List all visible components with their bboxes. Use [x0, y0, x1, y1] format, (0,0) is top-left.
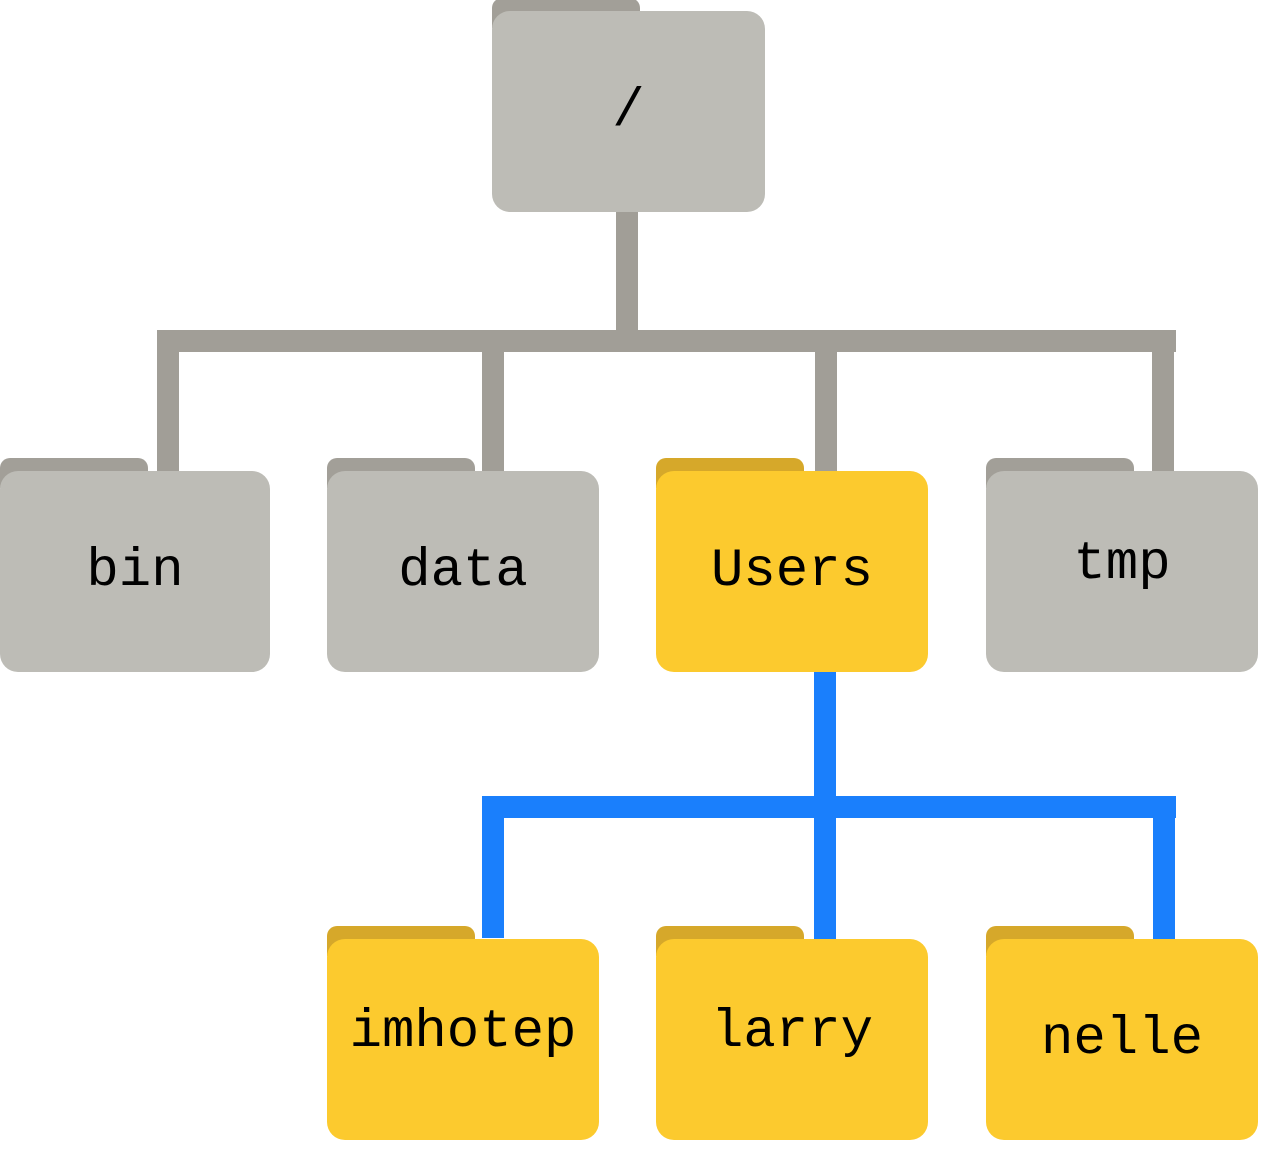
folder-label: bin	[86, 541, 184, 602]
folder-label: /	[612, 81, 645, 142]
folder-larry[interactable]: larry	[656, 926, 928, 1140]
folder-label: tmp	[1073, 534, 1171, 595]
folder-label: larry	[710, 1002, 874, 1063]
folder-label: data	[398, 541, 528, 602]
connector-root	[616, 212, 638, 342]
folder-label: Users	[710, 541, 874, 602]
folder-bin[interactable]: bin	[0, 458, 270, 672]
folder-tmp[interactable]: tmp	[986, 458, 1258, 672]
folder-nelle[interactable]: nelle	[986, 926, 1258, 1140]
connector-level1-bar	[157, 330, 1176, 352]
folder-data[interactable]: data	[327, 458, 599, 672]
connector-bin	[157, 340, 179, 472]
connector-data	[482, 340, 504, 472]
connector-users-bar	[482, 796, 1176, 818]
folder-imhotep[interactable]: imhotep	[327, 926, 599, 1140]
connector-nelle	[1153, 800, 1175, 940]
folder-root[interactable]: /	[492, 0, 765, 212]
connector-imhotep	[482, 800, 504, 938]
connector-tmp	[1152, 340, 1174, 472]
folder-users[interactable]: Users	[656, 458, 928, 672]
folder-label: imhotep	[349, 1002, 577, 1063]
connector-users	[815, 340, 837, 472]
folder-label: nelle	[1040, 1009, 1204, 1070]
